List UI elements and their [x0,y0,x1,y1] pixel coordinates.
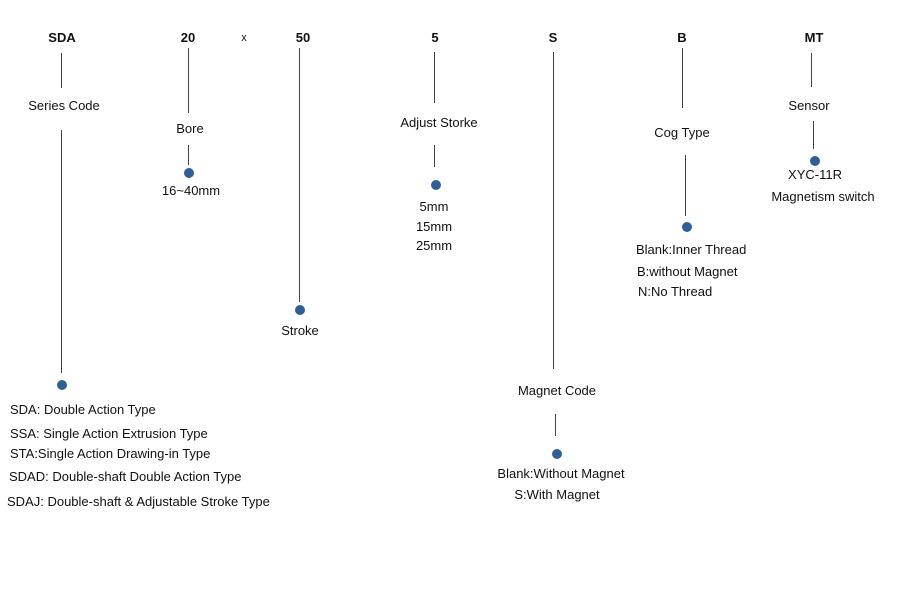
sensor-dot [810,156,820,166]
cog-option: N:No Thread [638,284,713,299]
sensor-connector-top [811,53,812,87]
magnet-connector-top [553,52,554,369]
magnet-option: S:With Magnet [514,487,600,502]
code-times-sign: x [241,32,247,44]
series-connector-top [61,53,62,88]
code-stroke: 50 [295,30,311,45]
adjust-connector-top [434,52,435,103]
series-option: SSA: Single Action Extrusion Type [10,426,208,441]
adjust-option: 5mm [419,199,449,214]
series-option: SDA: Double Action Type [10,402,156,417]
bore-label: Bore [176,121,204,136]
code-bore: 20 [180,30,196,45]
stroke-label: Stroke [281,323,319,338]
cog-connector-bottom [685,155,686,216]
code-adjust: 5 [431,30,439,45]
code-cog: B [677,30,687,45]
code-series: SDA [48,30,76,45]
sensor-description: Magnetism switch [771,189,875,204]
adjust-option: 15mm [415,219,453,234]
bore-connector-top [188,48,189,113]
cog-connector-top [682,48,683,108]
sensor-model: XYC-11R [788,167,842,182]
bore-connector-bottom [188,145,189,165]
series-connector-bottom [61,130,62,373]
cog-type-label: Cog Type [654,125,710,140]
cog-option: B:without Magnet [637,264,738,279]
sensor-label: Sensor [788,98,830,113]
adjust-connector-bottom [434,145,435,167]
series-code-label: Series Code [28,98,100,113]
cog-dot [682,222,692,232]
series-option: SDAJ: Double-shaft & Adjustable Stroke T… [7,494,270,509]
cog-option: Blank:Inner Thread [636,242,747,257]
series-option: STA:Single Action Drawing-in Type [10,446,211,461]
magnet-option: Blank:Without Magnet [497,466,625,481]
magnet-connector-bottom [555,414,556,436]
stroke-dot [295,305,305,315]
adjust-dot [431,180,441,190]
adjust-stroke-label: Adjust Storke [400,115,478,130]
code-sensor: MT [804,30,824,45]
adjust-option: 25mm [415,238,453,253]
code-magnet: S [548,30,558,45]
sensor-connector-bottom [813,121,814,149]
magnet-dot [552,449,562,459]
bore-dot [184,168,194,178]
bore-range: 16~40mm [161,183,221,198]
series-dot [57,380,67,390]
stroke-connector [299,48,300,302]
series-option: SDAD: Double-shaft Double Action Type [9,469,242,484]
magnet-code-label: Magnet Code [517,383,597,398]
